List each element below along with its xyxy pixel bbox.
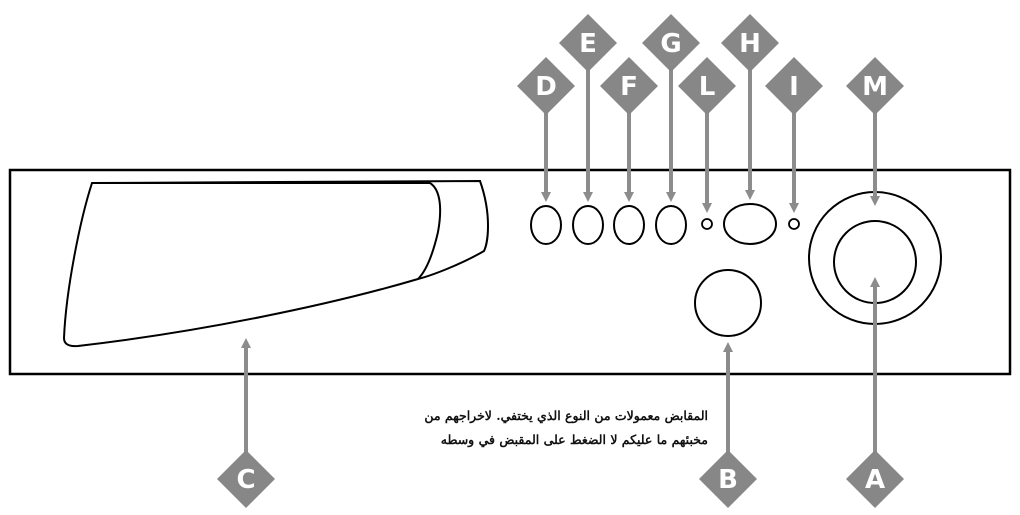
badge-d-shape [517, 57, 575, 115]
badge-e-shape [559, 14, 617, 72]
badge-e-label: E [579, 29, 597, 59]
disc-tray-inner-edge [92, 182, 442, 280]
badge-a-shape [846, 450, 904, 508]
badge-l-label: L [699, 72, 716, 102]
badge-m-shape [846, 57, 904, 115]
badge-g-shape [642, 14, 700, 72]
badge-f-shape [600, 57, 658, 115]
button-h[interactable] [723, 203, 777, 245]
badge-c-label: C [236, 465, 255, 495]
indicator-l [701, 218, 713, 230]
badge-g-label: G [660, 29, 681, 59]
badge-d-label: D [535, 72, 557, 102]
button-f[interactable] [613, 205, 645, 245]
indicator-i [788, 218, 800, 230]
badge-h-label: H [739, 29, 761, 59]
badge-h-shape [721, 14, 779, 72]
badge-i-label: I [789, 72, 799, 102]
button-d[interactable] [530, 205, 562, 245]
knob-b[interactable] [694, 269, 762, 337]
handles-note: المقابض معمولات من النوع الذي يختفي. لاخ… [408, 404, 708, 452]
button-e[interactable] [572, 205, 604, 245]
handles-note-line-2: مخبئهم ما عليكم لا الضغط على المقبض في و… [440, 432, 708, 447]
badge-c-shape [217, 450, 275, 508]
badge-b-shape [699, 450, 757, 508]
disc-tray-outline [62, 179, 489, 348]
button-g[interactable] [655, 205, 687, 245]
badge-b-label: B [718, 465, 738, 495]
badge-m-label: M [862, 72, 888, 102]
handles-note-line-1: المقابض معمولات من النوع الذي يختفي. لاخ… [424, 408, 708, 423]
badge-f-label: F [620, 72, 638, 102]
badge-l-shape [678, 57, 736, 115]
badge-i-shape [765, 57, 823, 115]
badge-a-label: A [865, 465, 885, 495]
